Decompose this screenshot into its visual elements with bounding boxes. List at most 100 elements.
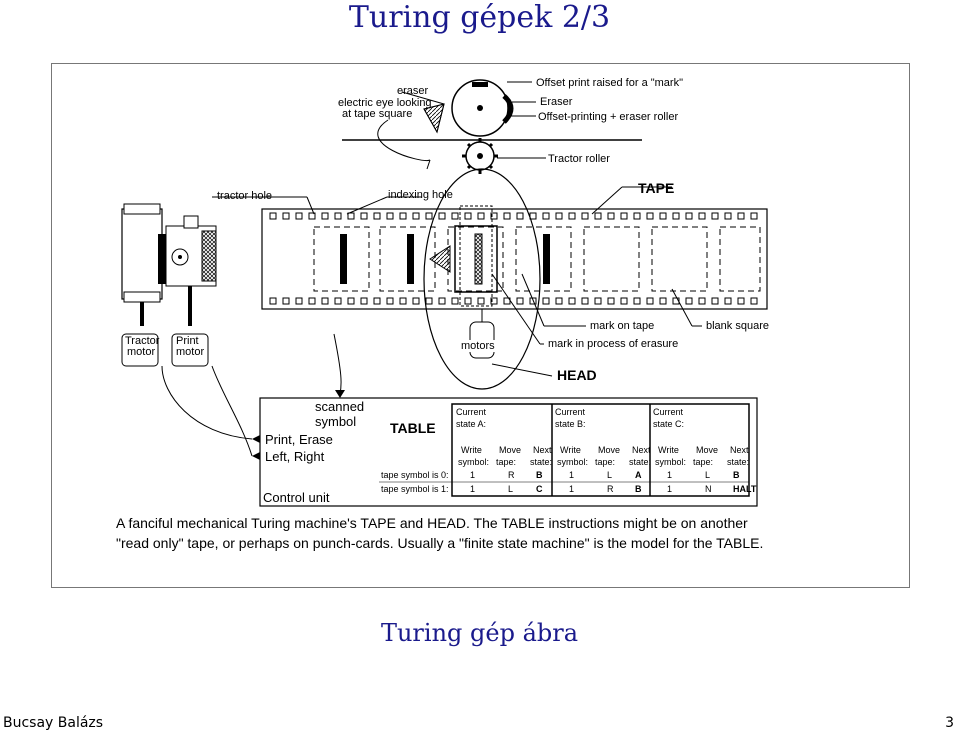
table-col-header: Write [461,445,482,455]
label-electric-eye: electric eye looking [338,97,432,109]
table-cell: L [508,484,514,494]
tractor-hole [737,212,745,220]
tractor-hole [516,212,524,220]
offset-print-mark [472,82,488,87]
tractor-hole [425,212,433,220]
tractor-hole [711,212,719,220]
label-table: TABLE [390,420,436,436]
tractor-hole [451,297,459,305]
label-tractor-hole: tractor hole [217,190,273,202]
label-mark-erasure: mark in process of erasure [548,338,679,350]
tape-mark [340,234,347,284]
tractor-hole [321,297,329,305]
label-tractor-roller: Tractor roller [548,153,610,165]
tractor-hole [568,212,576,220]
tractor-motor-body [121,208,163,300]
label-scanned-2: symbol [315,414,357,429]
table-cell: B [733,470,740,480]
mark-in-erasure [474,233,483,285]
table-state-header: state A: [456,419,487,429]
tractor-hole [269,212,277,220]
tractor-hole [373,212,381,220]
tractor-hole [386,212,394,220]
table-col-header: Write [658,445,679,455]
table-box [451,403,750,497]
tractor-hole [737,297,745,305]
eraser-pad [502,94,514,124]
tractor-hole [646,212,654,220]
tractor-hole [607,212,615,220]
table-state-header: Current [653,407,684,417]
tractor-hole [542,297,550,305]
table-col-header: symbol: [655,457,687,467]
tractor-hole [555,212,563,220]
tape [261,208,768,310]
table-state-header: state B: [555,419,586,429]
label-control-unit: Control unit [263,490,330,505]
label-eraser-cap: Eraser [540,96,573,108]
tractor-hole [308,212,316,220]
tractor-hole [724,212,732,220]
tractor-hole [646,297,654,305]
table-row-label: tape symbol is 0: [381,470,449,480]
label-mark-on-tape: mark on tape [590,320,655,332]
cable [161,365,253,440]
head-ellipse [423,168,541,390]
table-col-header: Next [533,445,552,455]
table-cell: B [635,484,642,494]
table-cell: L [705,470,711,480]
tractor-hole [750,212,758,220]
cable [211,365,253,457]
table-col-header: Next [730,445,749,455]
table-col-header: tape: [496,457,517,467]
table-col-header: Next [632,445,651,455]
label-motors: motors [461,340,495,352]
caption-line-1: A fanciful mechanical Turing machine's T… [116,515,748,531]
table-cell: L [607,470,613,480]
tractor-hole [438,297,446,305]
label-tractor-motor-2: motor [127,346,156,358]
tractor-hole [503,212,511,220]
tractor-hole [685,297,693,305]
table-col-header: Move [696,445,719,455]
tractor-hole [594,297,602,305]
tractor-hole [269,297,277,305]
tractor-motor-box [121,333,159,367]
tractor-hole [594,212,602,220]
tractor-hole [633,212,641,220]
head-eye-cone [429,245,451,273]
tractor-hole [542,212,550,220]
table-col-header: symbol: [557,457,589,467]
table-cell: A [635,470,642,480]
table-cell: 1 [569,470,575,480]
tractor-hole [607,297,615,305]
tractor-hole [516,297,524,305]
tape-mark [407,234,414,284]
tractor-hole [360,212,368,220]
tractor-hole [477,297,485,305]
tractor-hole [711,297,719,305]
tractor-hole [360,297,368,305]
tractor-hole [347,297,355,305]
table-col-header: symbol: [458,457,490,467]
tractor-hole [295,297,303,305]
tractor-hole [282,212,290,220]
table-col-header: tape: [693,457,714,467]
tractor-hole [334,297,342,305]
tractor-hole [451,212,459,220]
tractor-hole [321,212,329,220]
table-cell: 1 [470,484,476,494]
table-row-label: tape symbol is 1: [381,484,449,494]
caption-line-2: "read only" tape, or perhaps on punch-ca… [116,535,764,551]
table-col-header: Move [499,445,522,455]
label-print-erase: Print, Erase [265,432,333,447]
label-left-right: Left, Right [265,449,325,464]
tractor-hole [659,297,667,305]
table-col-header: Write [560,445,581,455]
table-cell: 1 [667,470,673,480]
label-tape: TAPE [638,180,675,196]
tractor-hole [698,297,706,305]
table-cell: 1 [569,484,575,494]
tractor-hole [685,212,693,220]
tractor-hole [581,212,589,220]
